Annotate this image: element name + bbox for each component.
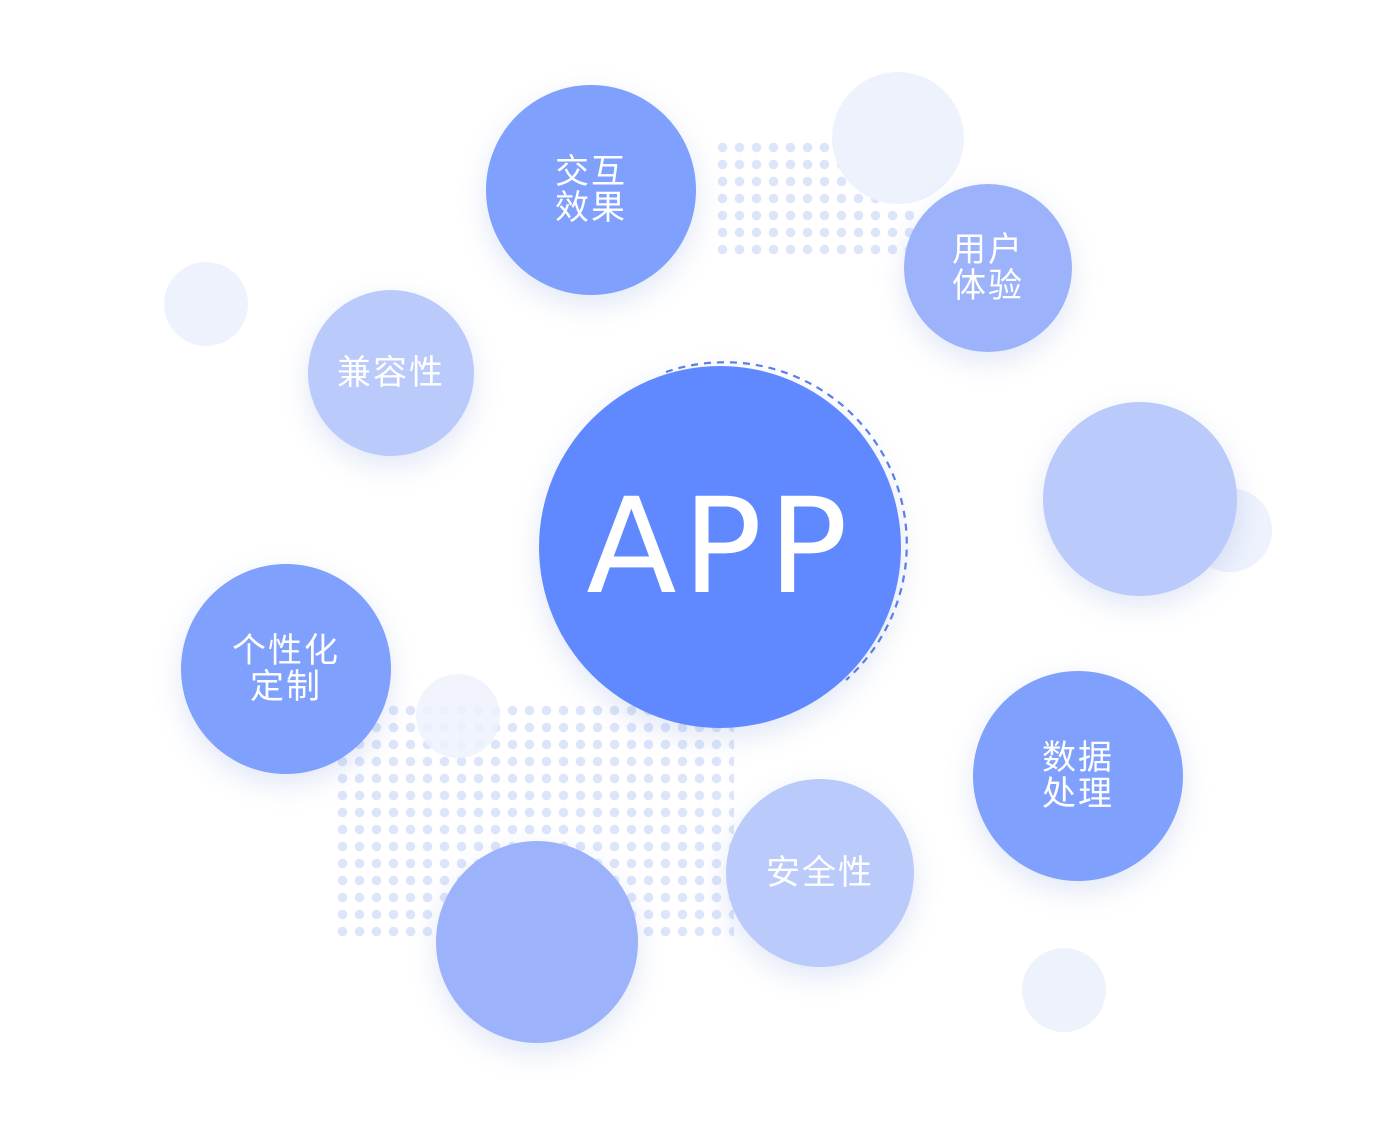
- decorative-circle-bottom-right: [1022, 948, 1106, 1032]
- decorative-circle-left: [164, 262, 248, 346]
- decorative-circle-top-right: [832, 72, 964, 204]
- decorative-circle-mid: [416, 674, 500, 758]
- node-personalization-label: 个性化 定制: [232, 631, 340, 707]
- node-personalization: 个性化 定制: [181, 564, 391, 774]
- node-compatibility-label: 兼容性: [337, 353, 445, 393]
- node-security-label: 安全性: [766, 853, 874, 893]
- node-compatibility: 兼容性: [308, 290, 474, 456]
- node-interaction: 交互 效果: [486, 85, 696, 295]
- node-user-experience-label: 用户 体验: [952, 230, 1024, 306]
- node-data-processing: 数据 处理: [973, 671, 1183, 881]
- node-interaction-label: 交互 效果: [555, 152, 627, 228]
- node-data-processing-label: 数据 处理: [1042, 738, 1114, 814]
- empty-node-right: [1043, 402, 1237, 596]
- empty-node-bottom: [436, 841, 638, 1043]
- node-security: 安全性: [726, 779, 914, 967]
- node-user-experience: 用户 体验: [904, 184, 1072, 352]
- center-node-label: APP: [586, 470, 854, 624]
- center-node-app: APP: [539, 366, 901, 728]
